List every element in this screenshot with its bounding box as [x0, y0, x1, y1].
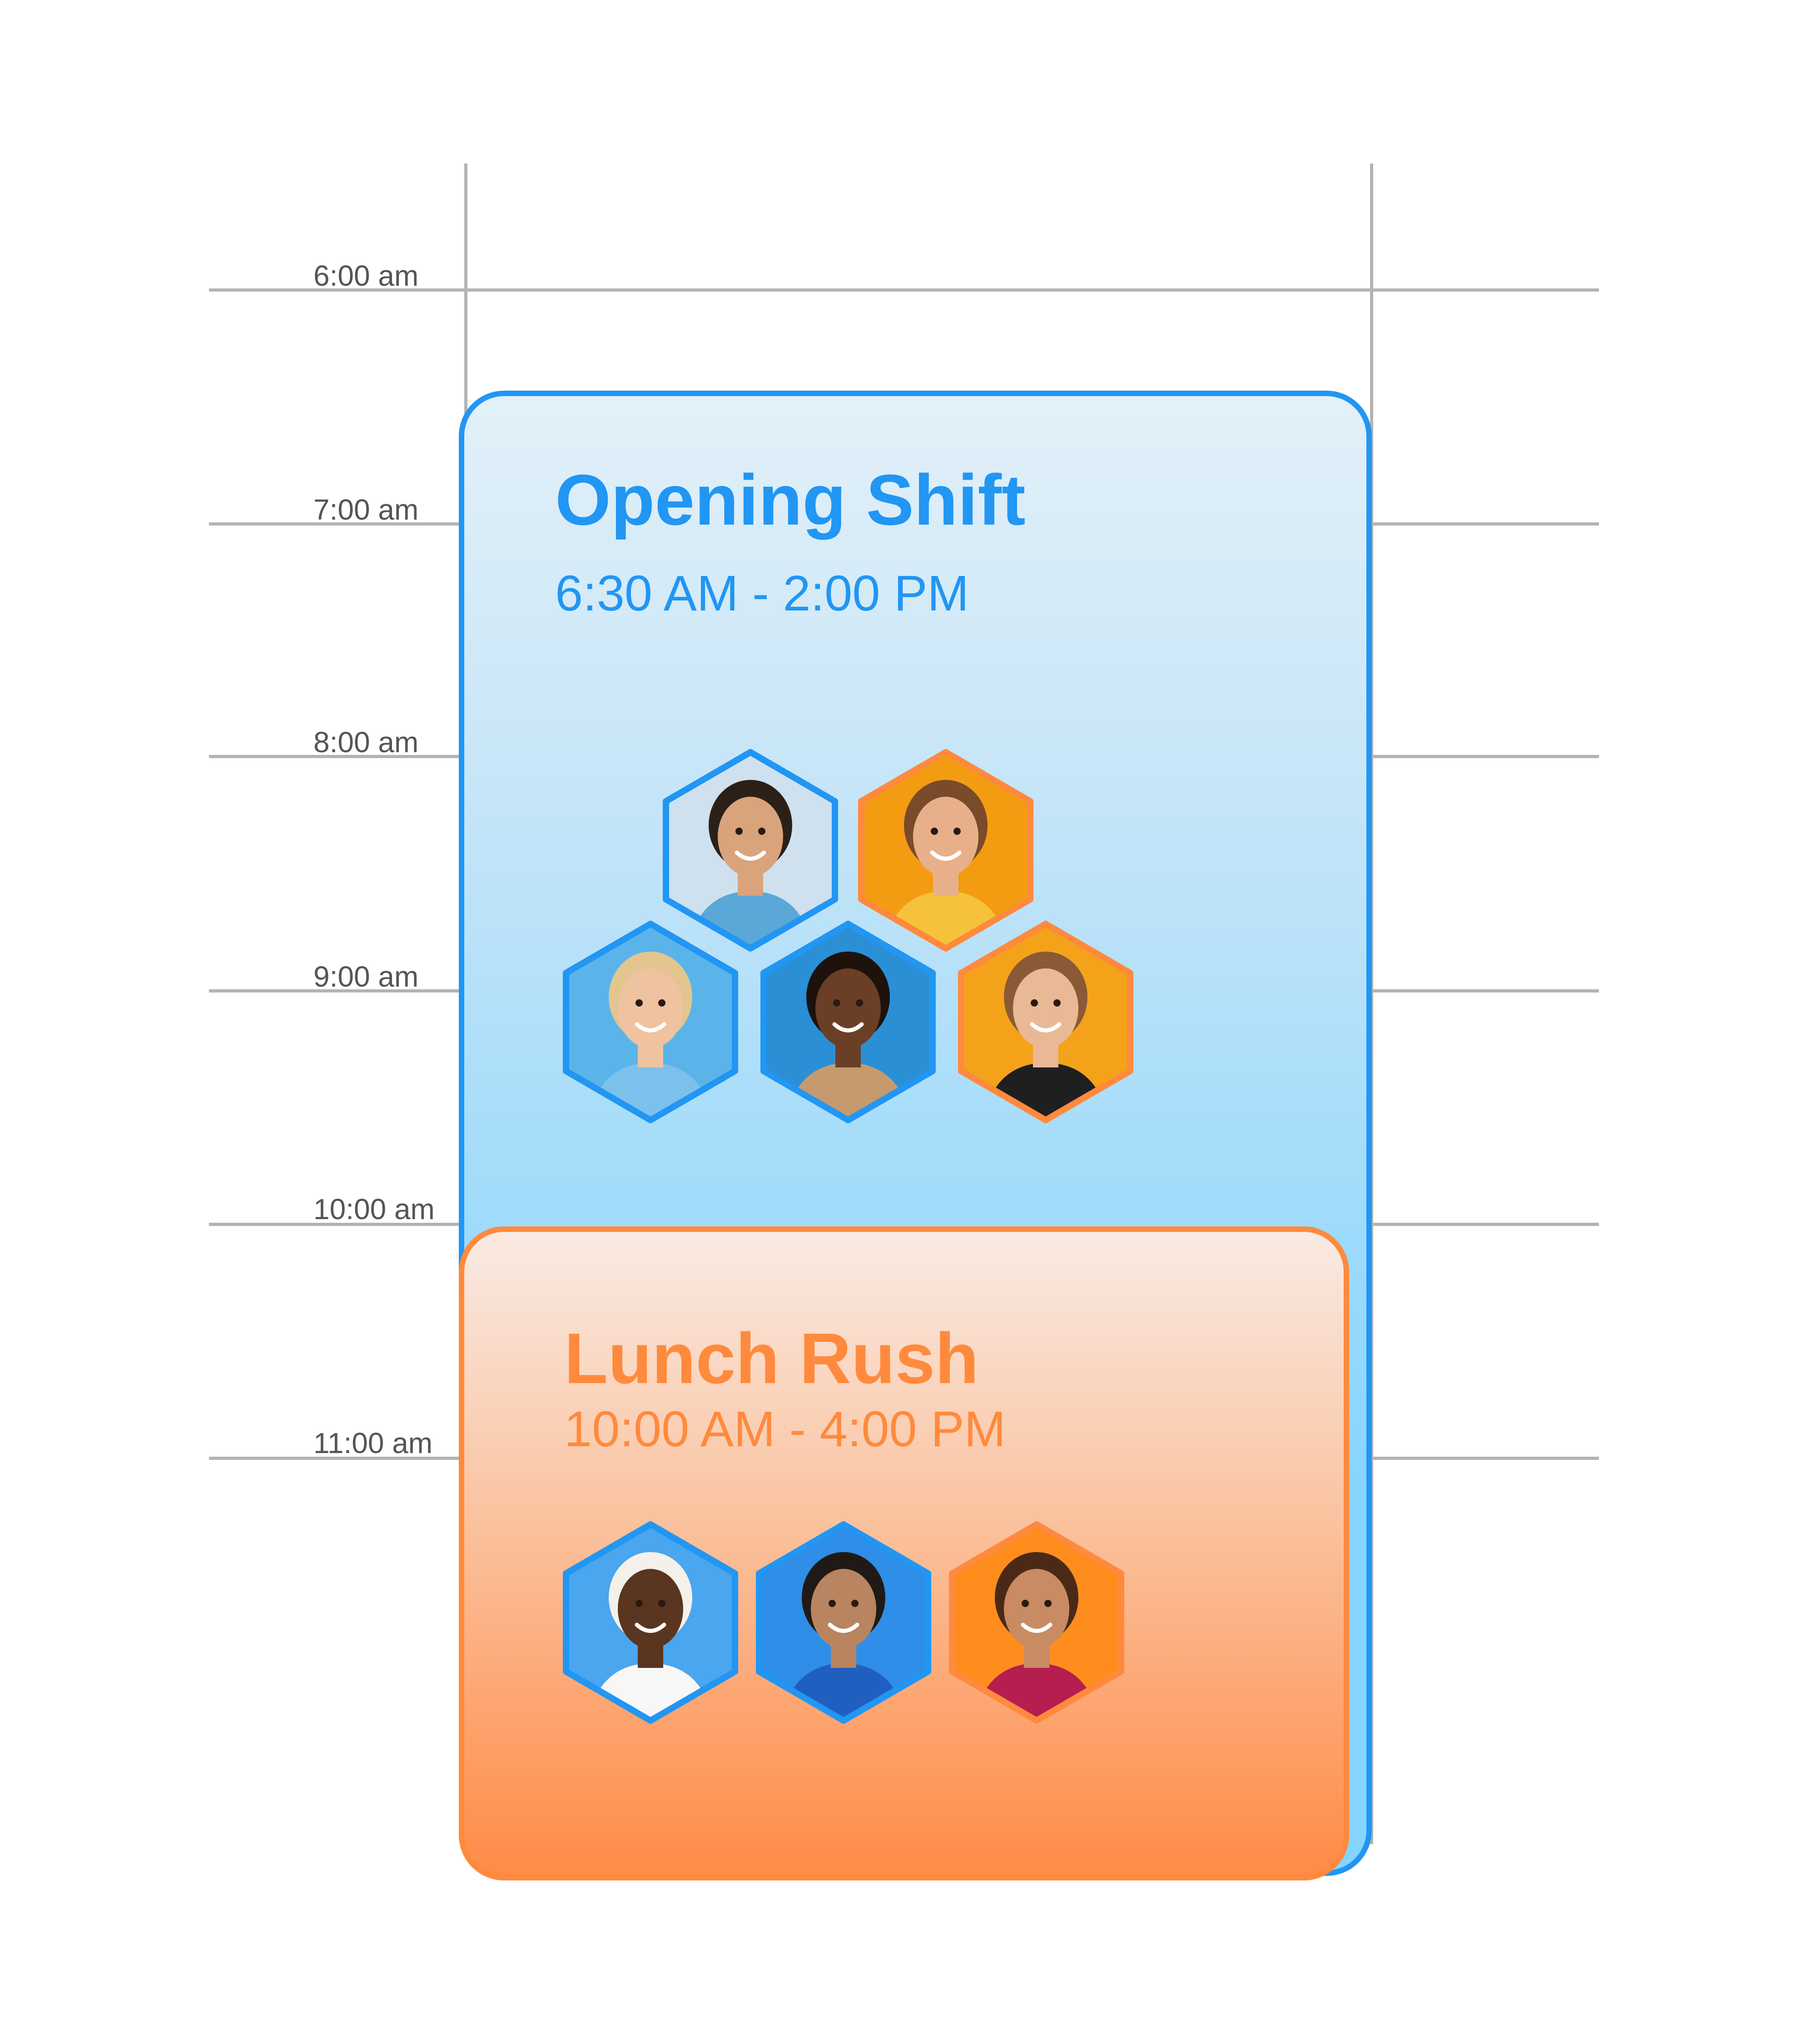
avatar-hex-frame: [563, 921, 738, 1123]
avatar-face: [718, 797, 783, 877]
opening-staff-avatar-1[interactable]: [660, 746, 841, 955]
woman-headphones-phone-avatar: [949, 1521, 1124, 1724]
lunch-rush-card[interactable]: Lunch Rush 10:00 AM - 4:00 PM: [459, 1226, 1349, 1880]
avatar-right-eye: [758, 828, 765, 835]
lunch-staff-avatar-1[interactable]: [560, 1518, 741, 1727]
opening-shift-title: Opening Shift: [555, 460, 1026, 540]
avatar-smile: [828, 1622, 859, 1633]
avatar-left-eye: [1031, 999, 1038, 1007]
avatar-right-eye: [856, 999, 863, 1007]
avatar-hex-frame: [958, 921, 1133, 1123]
avatar-face: [811, 1569, 876, 1649]
time-label-8am: 8:00 am: [313, 726, 419, 759]
avatar-face: [1004, 1569, 1069, 1649]
time-label-9am: 9:00 am: [313, 960, 419, 993]
avatar-hex-frame: [760, 921, 936, 1123]
avatar-left-eye: [735, 828, 743, 835]
avatar-left-eye: [635, 1600, 643, 1607]
avatar-face: [913, 797, 978, 877]
young-man-yellow-hoodie-avatar: [858, 749, 1033, 952]
man-blue-polo-avatar: [663, 749, 838, 952]
lunch-rush-title: Lunch Rush: [564, 1319, 979, 1399]
avatar-smile: [635, 1622, 666, 1633]
avatar-left-eye: [635, 999, 643, 1007]
avatar-right-eye: [1044, 1600, 1052, 1607]
avatar-smile: [1021, 1622, 1052, 1633]
time-label-7am: 7:00 am: [313, 493, 419, 526]
avatar-face: [618, 1569, 683, 1649]
avatar-smile: [930, 850, 962, 861]
avatar-left-eye: [833, 999, 840, 1007]
avatar-right-eye: [1053, 999, 1061, 1007]
woman-blonde-blue-sweater-avatar: [563, 921, 738, 1123]
avatar-right-eye: [658, 999, 665, 1007]
avatar-hex-frame: [756, 1521, 931, 1724]
woman-curly-hair-avatar: [760, 921, 936, 1123]
time-label-10am: 10:00 am: [313, 1193, 435, 1225]
opening-staff-avatar-5[interactable]: [955, 918, 1137, 1126]
avatar-hex-frame: [663, 749, 838, 952]
opening-staff-avatar-2[interactable]: [855, 746, 1037, 955]
lunch-rush-time: 10:00 AM - 4:00 PM: [564, 1401, 1006, 1457]
avatar-left-eye: [931, 828, 938, 835]
avatar-right-eye: [953, 828, 961, 835]
avatar-smile: [635, 1022, 666, 1032]
avatar-hex-frame: [949, 1521, 1124, 1724]
avatar-right-eye: [851, 1600, 859, 1607]
avatar-face: [618, 968, 683, 1048]
opening-staff-avatar-3[interactable]: [560, 918, 741, 1126]
avatar-left-eye: [829, 1600, 836, 1607]
lunch-staff-avatar-3[interactable]: [946, 1518, 1127, 1727]
avatar-hex-frame: [858, 749, 1033, 952]
lunch-staff-avatar-2[interactable]: [753, 1518, 934, 1727]
time-label-11am: 11:00 am: [313, 1427, 433, 1459]
avatar-smile: [735, 850, 766, 861]
avatar-smile: [1030, 1022, 1062, 1032]
man-white-hat-avatar: [563, 1521, 738, 1724]
avatar-hex-frame: [563, 1521, 738, 1724]
woman-long-hair-black-top-avatar: [958, 921, 1133, 1123]
man-glasses-blue-shirt-avatar: [756, 1521, 931, 1724]
avatar-left-eye: [1022, 1600, 1029, 1607]
opening-shift-time: 6:30 AM - 2:00 PM: [555, 566, 969, 621]
avatar-face: [1013, 968, 1078, 1048]
avatar-face: [815, 968, 881, 1048]
opening-staff-avatar-4[interactable]: [757, 918, 939, 1126]
avatar-smile: [832, 1022, 864, 1032]
avatar-right-eye: [658, 1600, 665, 1607]
time-label-6am: 6:00 am: [313, 259, 419, 292]
gridline-6am: [209, 288, 1599, 292]
